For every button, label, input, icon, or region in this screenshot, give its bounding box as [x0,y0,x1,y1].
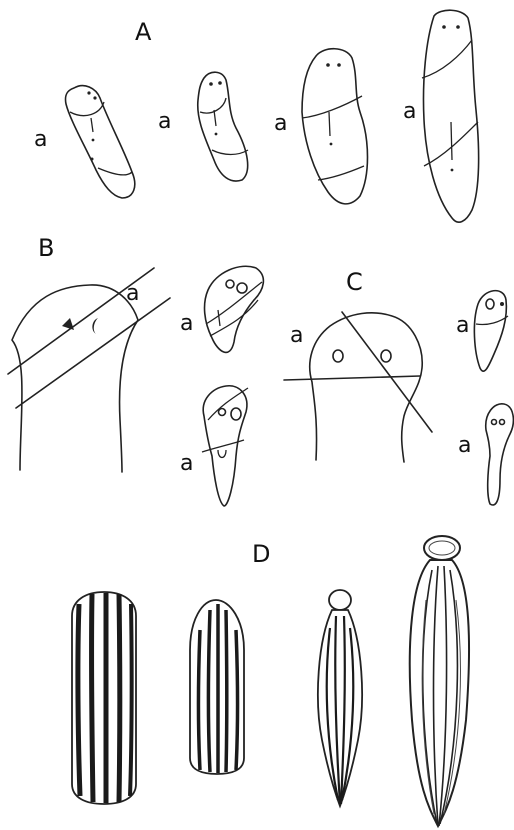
panel-c-label: C [346,268,363,296]
panel-d-specimen-4 [410,536,469,826]
panel-c-marker: a [290,323,303,348]
panel-a-planarian-2 [198,72,248,181]
panel-b-fragment-1-marker: a [180,311,193,336]
panel-b-label: B [38,234,54,262]
panel-a-planarian-1 [65,86,134,198]
panel-b-head-diagram [8,268,170,472]
panel-a-planarian-4 [422,10,479,222]
panel-a-planarian-3 [302,49,368,204]
panel-d-specimen-2 [190,600,244,774]
panel-c-fragment-2 [486,404,514,505]
panel-b-fragment-2-marker: a [180,451,193,476]
panel-c-head-diagram [284,312,432,462]
panel-b-fragment-1 [205,266,264,352]
panel-c-fragment-2-marker: a [458,433,471,458]
panel-a-marker-1: a [34,127,47,152]
panel-b-fragment-2 [202,386,248,506]
panel-b-marker: a [126,281,139,306]
panel-d-specimen-1 [72,592,136,804]
panel-a-marker-4: a [403,99,416,124]
panel-a-label: A [135,18,152,46]
panel-d-label: D [252,540,270,568]
panel-d-specimen-3 [318,590,362,806]
panel-c-fragment-1-marker: a [456,313,469,338]
panel-a-marker-3: a [274,111,287,136]
panel-a-marker-2: a [158,109,171,134]
panel-c-fragment-1 [474,291,508,372]
